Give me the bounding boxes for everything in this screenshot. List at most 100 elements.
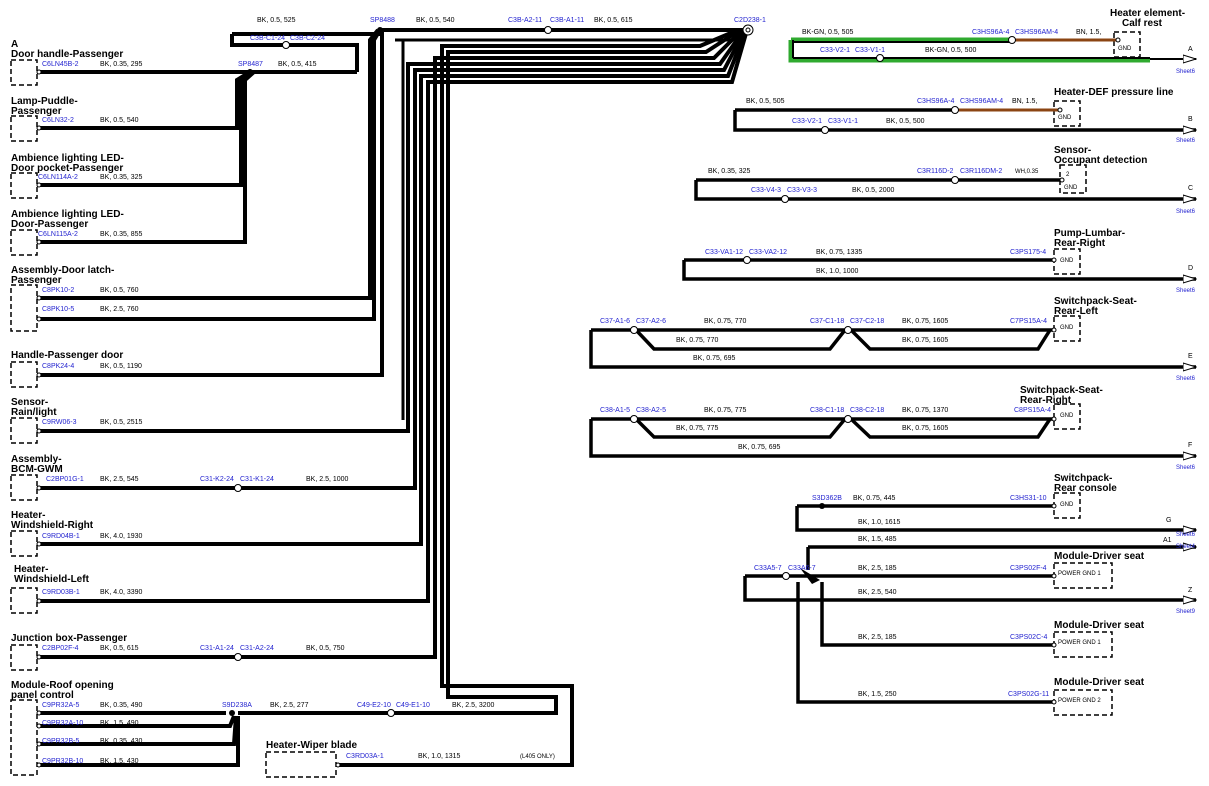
wire-1370: BK, 0.75, 1370 <box>902 407 948 414</box>
title-def: Heater-DEF pressure line <box>1054 87 1174 98</box>
wire-wh035: WH,0.35 <box>1015 169 1039 175</box>
conn-c31a2-24: C31-A2-24 <box>240 645 274 652</box>
conn-c3hs96a4-b: C3HS96A-4 <box>917 98 954 105</box>
wire-1615: BK, 1.0, 1615 <box>858 519 901 526</box>
title-amb-door: Ambience lighting LED-Door-Passenger <box>11 209 124 230</box>
conn-s9d238a: S9D238A <box>222 702 252 709</box>
ref-d-letter: D <box>1188 265 1193 272</box>
splice-points <box>229 27 383 716</box>
wire-185b: BK, 2.5, 185 <box>858 634 897 641</box>
title-amb-pocket: Ambience lighting LED-Door pocket-Passen… <box>11 153 124 174</box>
ref-z-letter: Z <box>1188 587 1193 594</box>
conn-c3ps02f: C3PS02F-4 <box>1010 565 1047 572</box>
note-l405: (L405 ONLY) <box>520 754 555 760</box>
conn-c33va2-12: C33-VA2-12 <box>749 249 787 256</box>
ref-c-sheet: Sheet6 <box>1176 209 1196 215</box>
conn-c33v2-1-b: C33-V2-1 <box>792 118 822 125</box>
conn-c9rd04b: C9RD04B-1 <box>42 533 80 540</box>
title-wsh-left: Heater-Windshield-Left <box>14 564 90 585</box>
wire-775a: BK, 0.75, 775 <box>704 407 747 414</box>
pg-drv2: POWER GND 1 <box>1058 640 1101 646</box>
wire-2000: BK, 0.5, 2000 <box>852 187 895 194</box>
pin-occupant: 2 <box>1066 172 1070 178</box>
conn-c3rd03a: C3RD03A-1 <box>346 753 384 760</box>
gnd-occupant: GND <box>1064 185 1078 191</box>
wire-485: BK, 1.5, 485 <box>858 536 897 543</box>
wire-250: BK, 1.5, 250 <box>858 691 897 698</box>
conn-c3r116dm2: C3R116DM-2 <box>960 168 1002 175</box>
wire-1315: BK, 1.0, 1315 <box>418 753 461 760</box>
title-drv3: Module-Driver seat <box>1054 677 1145 688</box>
wire-bkgn505: BK-GN, 0.5, 505 <box>802 29 853 36</box>
conn-c38a2-5: C38-A2-5 <box>636 407 666 414</box>
left-connector-dots <box>36 24 754 768</box>
wire-1605c: BK, 0.75, 1605 <box>902 425 948 432</box>
right-wires <box>589 37 1196 704</box>
wire-1335: BK, 0.75, 1335 <box>816 249 862 256</box>
wire-2515: BK, 0.5, 2515 <box>100 419 143 426</box>
conn-c6ln45b: C6LN45B-2 <box>42 61 79 68</box>
wire-615t: BK, 0.5, 615 <box>594 17 633 24</box>
gnd-def: GND <box>1058 115 1072 121</box>
wire-760b: BK, 2.5, 760 <box>100 306 139 313</box>
wire-505: BK, 0.5, 505 <box>746 98 785 105</box>
wire-1000r: BK, 1.0, 1000 <box>816 268 859 275</box>
wire-615a: BK, 0.5, 615 <box>100 645 139 652</box>
conn-c38a1-5: C38-A1-5 <box>600 407 630 414</box>
gnd-calf: GND <box>1118 46 1132 52</box>
conn-c31k1-24: C31-K1-24 <box>240 476 274 483</box>
conn-c9pr32b5: C9PR32B-5 <box>42 738 79 745</box>
ref-z-sheet: Sheet9 <box>1176 609 1196 615</box>
wire-415: BK, 0.5, 415 <box>278 61 317 68</box>
title-sw-console: Switchpack-Rear console <box>1054 473 1117 494</box>
wire-1930: BK, 4.0, 1930 <box>100 533 143 540</box>
wire-445: BK, 0.75, 445 <box>853 495 896 502</box>
conn-c3ba2-11: C3B-A2-11 <box>508 17 542 24</box>
wire-775b: BK, 0.75, 775 <box>676 425 719 432</box>
wire-3390: BK, 4.0, 3390 <box>100 589 143 596</box>
gnd-lumbar: GND <box>1060 258 1074 264</box>
conn-c31k2-24: C31-K2-24 <box>200 476 234 483</box>
conn-c37a1-6: C37-A1-6 <box>600 318 630 325</box>
top-bus-extra <box>395 38 735 420</box>
right-wire-labels: BK-GN, 0.5, 505 BN, 1.5, BK-GN, 0.5, 500… <box>676 29 1101 698</box>
conn-c33a5-7: C33A5-7 <box>754 565 782 572</box>
conn-c3hs96a4-a: C3HS96A-4 <box>972 29 1009 36</box>
wire-325r: BK, 0.35, 325 <box>708 168 751 175</box>
wire-490a: BK, 0.35, 490 <box>100 702 143 709</box>
conn-c3ps02g: C3PS02G-11 <box>1008 691 1049 698</box>
left-wire-labels: BK, 0.35, 295 BK, 0.5, 540 BK, 0.35, 325… <box>100 17 633 765</box>
wire-760a: BK, 0.5, 760 <box>100 287 139 294</box>
left-connector-labels: C6LN45B-2 C6LN32-2 C6LN114A-2 C6LN115A-2… <box>38 17 766 765</box>
conn-c3ps175: C3PS175-4 <box>1010 249 1046 256</box>
wire-430a: BK, 0.35, 430 <box>100 738 143 745</box>
title-door-latch: Assembly-Door latch-Passenger <box>11 265 114 286</box>
wire-1000: BK, 2.5, 1000 <box>306 476 349 483</box>
wire-3200: BK, 2.5, 3200 <box>452 702 495 709</box>
title-calf: Heater element-Calf rest <box>1110 8 1185 29</box>
ref-e-sheet: Sheet6 <box>1176 376 1196 382</box>
conn-c6ln32: C6LN32-2 <box>42 117 74 124</box>
ref-g-letter: G <box>1166 517 1171 524</box>
wire-430b: BK, 1.5, 430 <box>100 758 139 765</box>
conn-c6ln115a: C6LN115A-2 <box>38 231 78 238</box>
conn-c9rw06: C9RW06-3 <box>42 419 77 426</box>
wire-695b: BK, 0.75, 695 <box>738 444 781 451</box>
conn-c9rd03b: C9RD03B-1 <box>42 589 80 596</box>
wire-1605b: BK, 0.75, 1605 <box>902 337 948 344</box>
ref-c-letter: C <box>1188 185 1193 192</box>
wire-185a: BK, 2.5, 185 <box>858 565 897 572</box>
conn-c33v2-1-a: C33-V2-1 <box>820 47 850 54</box>
conn-c2bp01g: C2BP01G-1 <box>46 476 84 483</box>
conn-c49e1-10: C49-E1-10 <box>396 702 430 709</box>
conn-c8pk10-2: C8PK10-2 <box>42 287 74 294</box>
conn-c3r116d2: C3R116D-2 <box>917 168 954 175</box>
wire-277: BK, 2.5, 277 <box>270 702 309 709</box>
left-wires <box>37 28 749 767</box>
title-lamp-puddle: Lamp-Puddle-Passenger <box>11 96 78 117</box>
conn-c7ps15a: C7PS15A-4 <box>1010 318 1047 325</box>
wire-540t: BK, 0.5, 540 <box>416 17 455 24</box>
ref-b-sheet: Sheet6 <box>1176 138 1196 144</box>
